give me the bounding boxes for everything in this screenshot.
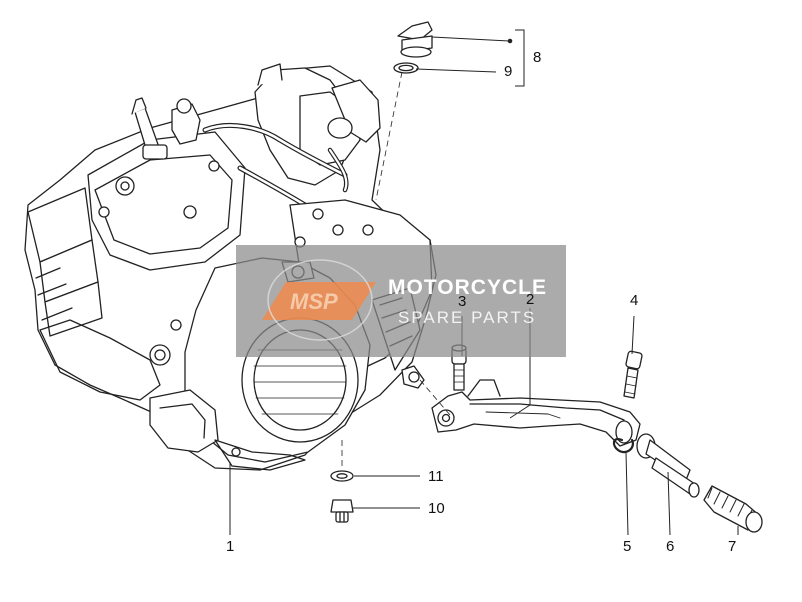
pedal-shaft	[636, 433, 700, 498]
callout-9: 9	[504, 63, 513, 80]
spark-plug	[131, 97, 168, 160]
callout-4: 4	[630, 292, 639, 309]
carburettor	[254, 63, 381, 186]
watermark-subtitle: SPARE PARTS	[398, 308, 537, 327]
watermark-title: MOTORCYCLE	[388, 276, 547, 299]
callout-7: 7	[728, 538, 737, 555]
kick-start-lever	[431, 379, 641, 447]
pivot-bolt	[623, 350, 643, 399]
callout-2: 2	[526, 291, 535, 308]
callout-5: 5	[623, 538, 632, 555]
callout-11: 11	[428, 468, 444, 485]
callout-8: 8	[533, 49, 542, 66]
oil-filler-plug	[397, 21, 433, 58]
rubber-pedal	[703, 485, 763, 533]
watermark	[236, 245, 566, 357]
watermark-logo: MSP	[290, 289, 338, 314]
callout-10: 10	[428, 500, 445, 517]
callout-6: 6	[666, 538, 675, 555]
oil-filler-seal	[393, 62, 419, 74]
drain-plug	[330, 499, 354, 523]
circlip	[612, 438, 634, 454]
engine-assembly	[24, 63, 437, 471]
callout-3: 3	[458, 293, 467, 310]
drain-washer	[330, 470, 354, 482]
callout-1: 1	[226, 538, 235, 555]
